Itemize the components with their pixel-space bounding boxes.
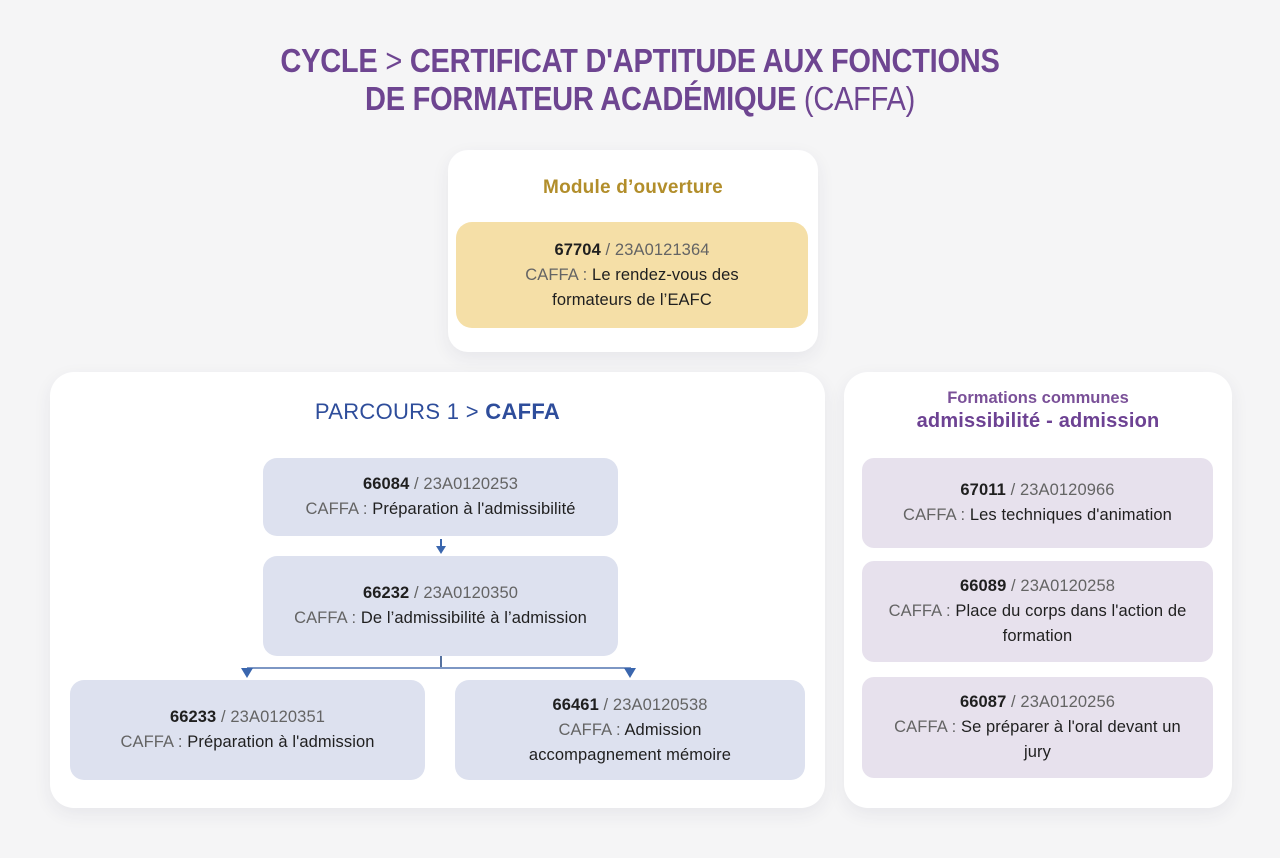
course-text: 66084 / 23A0120253 CAFFA : Préparation à…: [305, 472, 575, 522]
course-ref: 23A0120538: [612, 695, 708, 714]
parcours-heading-prefix: PARCOURS 1: [314, 399, 460, 424]
course-label-line: CAFFA : Préparation à l'admissibilité: [305, 497, 575, 522]
course-code-separator: /: [1010, 481, 1016, 499]
branch-connector-line: [247, 667, 631, 669]
arrow-down-icon: [436, 546, 446, 554]
course-prefix: CAFFA :: [558, 720, 621, 739]
course-code: 67704: [554, 240, 601, 259]
course-prefix: CAFFA :: [294, 609, 357, 627]
title-text-line2: DE FORMATEUR ACADÉMIQUE: [364, 80, 797, 117]
arrow-down-icon: [241, 668, 253, 678]
course-label: Le rendez-vous des formateurs de l’EAFC: [552, 265, 739, 309]
arrow-down-stem: [440, 539, 442, 547]
course-ref: 23A0121364: [614, 240, 710, 259]
title-cycle: CYCLE: [280, 42, 378, 79]
course-code: 66233: [169, 708, 217, 726]
course-code-separator: /: [414, 584, 419, 602]
module-ouverture-card: Module d’ouverture 67704 / 23A0121364 CA…: [448, 150, 818, 352]
course-label-line: CAFFA : Admission accompagnement mémoire: [510, 718, 750, 768]
formations-communes-panel: Formations communes admissibilité - admi…: [844, 372, 1232, 808]
course-box-67011: 67011 / 23A0120966 CAFFA : Les technique…: [862, 458, 1213, 548]
course-ref: 23A0120258: [1020, 577, 1116, 595]
course-text: 66461 / 23A0120538 CAFFA : Admission acc…: [510, 693, 750, 768]
course-label: Les techniques d'animation: [969, 506, 1172, 524]
parcours-heading-separator: >: [465, 399, 479, 424]
course-code-line: 67011 / 23A0120966: [903, 478, 1172, 503]
course-prefix: CAFFA :: [525, 265, 588, 284]
course-text: 66232 / 23A0120350 CAFFA : De l’admissib…: [294, 581, 587, 631]
course-code-line: 66461 / 23A0120538: [510, 693, 750, 718]
course-text: 66233 / 23A0120351 CAFFA : Préparation à…: [120, 705, 374, 755]
course-code-line: 66084 / 23A0120253: [305, 472, 575, 497]
course-ref: 23A0120256: [1020, 693, 1116, 711]
course-prefix: CAFFA :: [305, 500, 368, 518]
formations-communes-heading: Formations communes: [947, 389, 1129, 407]
course-label: Place du corps dans l'action de formatio…: [955, 602, 1187, 645]
course-ref: 23A0120351: [230, 708, 326, 726]
course-box-66089: 66089 / 23A0120258 CAFFA : Place du corp…: [862, 561, 1213, 662]
course-code-separator: /: [1011, 577, 1016, 595]
course-label: Se préparer à l'oral devant un jury: [960, 718, 1181, 761]
course-box-66087: 66087 / 23A0120256 CAFFA : Se préparer à…: [862, 677, 1213, 778]
course-label-line: CAFFA : Les techniques d'animation: [903, 503, 1172, 528]
course-label-line: CAFFA : Se préparer à l'oral devant un j…: [885, 715, 1190, 765]
course-code-separator: /: [1011, 693, 1016, 711]
course-box-67704: 67704 / 23A0121364 CAFFA : Le rendez-vou…: [456, 222, 808, 328]
course-prefix: CAFFA :: [888, 602, 951, 620]
arrow-down-icon: [624, 668, 636, 678]
course-label-line: CAFFA : Le rendez-vous des formateurs de…: [485, 263, 780, 313]
course-code-separator: /: [605, 240, 611, 259]
page-title-line-1: CYCLE > CERTIFICAT D'APTITUDE AUX FONCTI…: [77, 42, 1203, 80]
course-code: 66089: [959, 577, 1007, 595]
course-label: Préparation à l'admission: [187, 733, 375, 751]
course-label: De l’admissibilité à l’admission: [360, 609, 587, 627]
course-box-66233: 66233 / 23A0120351 CAFFA : Préparation à…: [70, 680, 425, 780]
course-label: Admission accompagnement mémoire: [528, 720, 732, 764]
course-code: 66084: [362, 475, 410, 493]
course-code: 67011: [960, 481, 1006, 499]
parcours-1-panel: PARCOURS 1 > CAFFA 66084 / 23A0120253 CA…: [50, 372, 825, 808]
module-ouverture-heading: Module d’ouverture: [543, 177, 723, 198]
course-ref: 23A0120966: [1019, 481, 1115, 499]
course-code-separator: /: [414, 475, 419, 493]
course-label-line: CAFFA : Préparation à l'admission: [120, 730, 374, 755]
course-prefix: CAFFA :: [903, 506, 966, 524]
course-text: 66089 / 23A0120258 CAFFA : Place du corp…: [878, 574, 1198, 649]
course-box-66084: 66084 / 23A0120253 CAFFA : Préparation à…: [263, 458, 618, 536]
page-title-line-2: DE FORMATEUR ACADÉMIQUE (CAFFA): [77, 80, 1203, 118]
course-code-line: 66089 / 23A0120258: [878, 574, 1198, 599]
course-ref: 23A0120253: [423, 475, 519, 493]
course-label-line: CAFFA : De l’admissibilité à l’admission: [294, 606, 587, 631]
course-box-66232: 66232 / 23A0120350 CAFFA : De l’admissib…: [263, 556, 618, 656]
title-text-line1: CERTIFICAT D'APTITUDE AUX FONCTIONS: [409, 42, 1000, 79]
course-label: Préparation à l'admissibilité: [372, 500, 576, 518]
course-code-line: 66232 / 23A0120350: [294, 581, 587, 606]
page-title: CYCLE > CERTIFICAT D'APTITUDE AUX FONCTI…: [77, 42, 1203, 118]
course-ref: 23A0120350: [423, 584, 519, 602]
course-code: 66461: [552, 695, 599, 714]
formations-communes-subheading: admissibilité - admission: [916, 410, 1160, 432]
parcours-heading-name: CAFFA: [485, 399, 561, 424]
branch-connector-stem: [440, 656, 442, 668]
course-text: 67011 / 23A0120966 CAFFA : Les technique…: [903, 478, 1172, 528]
course-code-line: 66233 / 23A0120351: [120, 705, 374, 730]
course-box-66461: 66461 / 23A0120538 CAFFA : Admission acc…: [455, 680, 805, 780]
course-code-separator: /: [221, 708, 226, 726]
course-code-line: 67704 / 23A0121364: [485, 238, 780, 263]
parcours-heading: PARCOURS 1 > CAFFA: [50, 372, 825, 425]
title-suffix: (CAFFA): [803, 80, 916, 117]
course-label-line: CAFFA : Place du corps dans l'action de …: [878, 599, 1198, 649]
course-prefix: CAFFA :: [120, 733, 183, 751]
course-code: 66087: [959, 693, 1007, 711]
course-code: 66232: [362, 584, 410, 602]
course-text: 67704 / 23A0121364 CAFFA : Le rendez-vou…: [485, 238, 780, 313]
course-code-line: 66087 / 23A0120256: [885, 690, 1190, 715]
course-text: 66087 / 23A0120256 CAFFA : Se préparer à…: [885, 690, 1190, 765]
course-code-separator: /: [603, 695, 609, 714]
title-separator: >: [385, 42, 403, 79]
course-prefix: CAFFA :: [894, 718, 957, 736]
